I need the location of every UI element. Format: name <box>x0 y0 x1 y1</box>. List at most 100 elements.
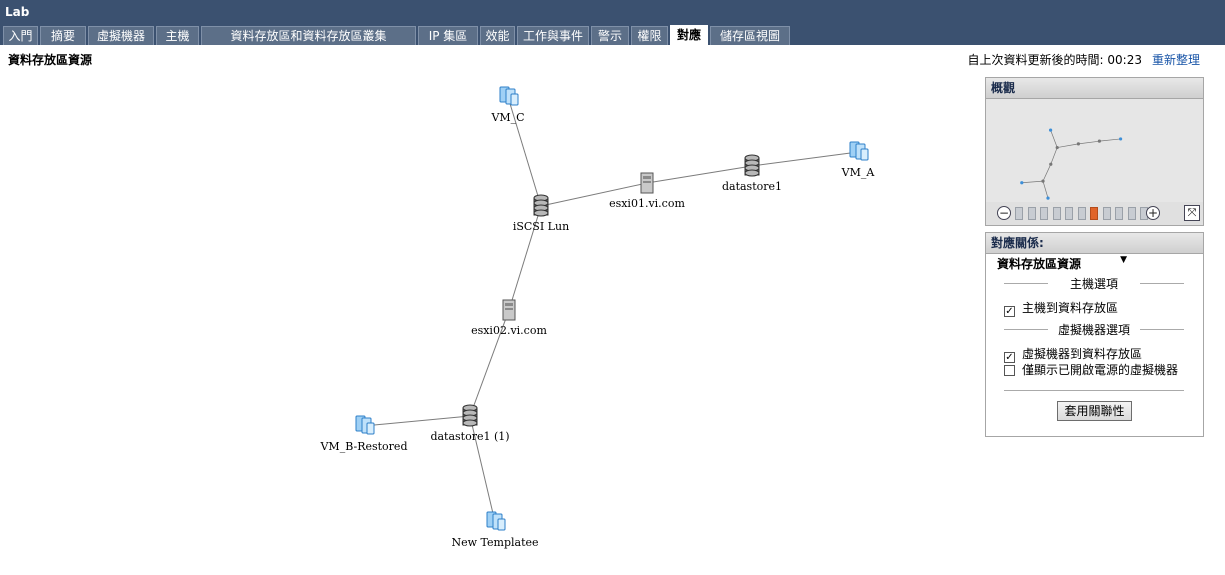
minimap-node <box>1097 139 1101 143</box>
zoom-level-segment[interactable] <box>1015 207 1023 220</box>
chevron-down-icon: ▼ <box>1120 255 1127 265</box>
apply-relations-button[interactable]: 套用關聯性 <box>1057 401 1132 421</box>
minimap-edge <box>1050 147 1058 165</box>
map-edge <box>363 415 471 427</box>
host-icon <box>502 299 516 321</box>
map-node-vmc[interactable]: VM_C <box>490 86 525 124</box>
tab-9[interactable]: 權限 <box>631 26 668 45</box>
map-node-ds1b[interactable]: datastore1 (1) <box>430 404 510 443</box>
map-node-label: VM_C <box>490 111 524 124</box>
minimap-edge <box>1021 180 1044 184</box>
map-edge <box>469 309 510 417</box>
zoom-level-segment[interactable] <box>1040 207 1048 220</box>
minimap-node <box>1041 179 1045 183</box>
map-node-tmpl[interactable]: New Templatee <box>451 511 539 549</box>
divider <box>1004 390 1184 391</box>
minimap-node <box>1046 196 1050 200</box>
vm-icon <box>499 86 519 106</box>
map-node-label: esxi02.vi.com <box>471 324 547 337</box>
minimap-node <box>1076 142 1080 146</box>
map-edge <box>469 415 496 523</box>
vm-icon <box>355 415 375 435</box>
datastore-icon <box>462 404 478 427</box>
host-options-heading: 主機選項 <box>1004 275 1184 292</box>
minimap-node <box>1119 137 1123 141</box>
zoom-level-segment[interactable] <box>1115 207 1123 220</box>
overview-minimap[interactable] <box>986 99 1203 202</box>
zoom-level-segment[interactable] <box>1102 207 1111 220</box>
minimap-node <box>1020 181 1024 185</box>
zoom-level-segment[interactable] <box>1027 207 1036 220</box>
relation-type-dropdown[interactable]: 資料存放區資源 ▼ <box>997 255 1127 272</box>
map-node-label: VM_A <box>841 166 876 179</box>
minimap-edge <box>1099 138 1121 142</box>
tab-2[interactable]: 虛擬機器 <box>88 26 154 45</box>
checkbox-box <box>1004 365 1015 376</box>
minimap-node <box>1049 162 1053 166</box>
map-node-esxi01[interactable]: esxi01.vi.com <box>609 172 685 210</box>
map-node-label: esxi01.vi.com <box>609 197 685 210</box>
map-node-vma[interactable]: VM_A <box>841 141 876 179</box>
map-node-vmb[interactable]: VM_B-Restored <box>319 415 408 453</box>
zoom-level-segment[interactable] <box>1090 207 1098 220</box>
window-title: Lab <box>5 5 30 19</box>
checkbox-label: 主機到資料存放區 <box>1022 301 1119 315</box>
minimap-edge <box>1042 164 1052 182</box>
zoom-level-segment[interactable] <box>1052 207 1061 220</box>
minimap-edge <box>1050 129 1058 148</box>
minimap-node <box>1049 128 1053 132</box>
tab-10[interactable]: 對應 <box>670 25 708 45</box>
minimap-edge <box>1078 140 1100 145</box>
relation-type-value: 資料存放區資源 <box>997 257 1082 271</box>
tab-7[interactable]: 工作與事件 <box>517 26 589 45</box>
zoom-level-segment[interactable] <box>1077 207 1086 220</box>
checkbox-box: ✓ <box>1004 352 1015 363</box>
minimap-edge <box>1057 143 1079 148</box>
overview-panel: 概觀 − + ⤧ <box>985 77 1204 226</box>
checkbox-label: 虛擬機器到資料存放區 <box>1022 347 1143 361</box>
vm-icon <box>849 141 869 161</box>
fit-to-window-icon[interactable]: ⤧ <box>1184 205 1200 221</box>
map-node-label: iSCSI Lun <box>513 220 569 233</box>
map-node-label: VM_B-Restored <box>319 440 407 453</box>
tab-8[interactable]: 警示 <box>591 26 629 45</box>
map-node-label: datastore1 (1) <box>430 430 509 443</box>
map-edge <box>540 182 648 207</box>
tab-11[interactable]: 儲存區視圖 <box>710 26 790 45</box>
refresh-link[interactable]: 重新整理 <box>1151 53 1200 67</box>
zoom-in-icon[interactable]: + <box>1146 206 1160 220</box>
vm-icon <box>486 511 506 531</box>
zoom-level-segment[interactable] <box>1065 207 1073 220</box>
tab-4[interactable]: 資料存放區和資料存放區叢集 <box>201 26 416 45</box>
map-node-lun[interactable]: iSCSI Lun <box>513 194 569 233</box>
relations-title: 對應關係: <box>986 233 1203 254</box>
tab-0[interactable]: 入門 <box>3 26 38 45</box>
map-node-ds1[interactable]: datastore1 <box>722 154 782 193</box>
refresh-timestamp: 自上次資料更新後的時間: 00:23 <box>967 53 1142 67</box>
checkbox-label: 僅顯示已開啟電源的虛擬機器 <box>1022 363 1179 377</box>
checkbox-box: ✓ <box>1004 306 1015 317</box>
zoom-controls: − + ⤧ <box>986 202 1203 225</box>
tab-5[interactable]: IP 集區 <box>418 26 478 45</box>
map-node-label: datastore1 <box>722 180 782 193</box>
tab-1[interactable]: 摘要 <box>40 26 86 45</box>
map-node-label: New Templatee <box>451 536 538 549</box>
map-node-esxi02[interactable]: esxi02.vi.com <box>471 299 547 337</box>
powered-on-only-checkbox[interactable]: 僅顯示已開啟電源的虛擬機器 <box>1004 361 1178 378</box>
datastore-icon <box>533 194 549 217</box>
map-edge <box>507 96 542 207</box>
host-icon <box>640 172 654 194</box>
topology-map[interactable]: VM_C iSCSI Lun esxi01.vi.com datastore1 VM_A… <box>0 70 980 575</box>
minimap-edge <box>1042 181 1049 199</box>
refresh-info: 自上次資料更新後的時間: 00:23 重新整理 <box>968 51 1200 68</box>
map-edge <box>508 205 542 311</box>
page-title: 資料存放區資源 <box>8 53 93 67</box>
tab-6[interactable]: 效能 <box>480 26 515 45</box>
host-to-datastore-checkbox[interactable]: ✓ 主機到資料存放區 <box>1004 299 1118 317</box>
map-edge <box>646 165 753 184</box>
tab-3[interactable]: 主機 <box>156 26 199 45</box>
vm-to-datastore-checkbox[interactable]: ✓ 虛擬機器到資料存放區 <box>1004 345 1142 363</box>
zoom-out-icon[interactable]: − <box>997 206 1011 220</box>
zoom-level-segment[interactable] <box>1127 207 1136 220</box>
